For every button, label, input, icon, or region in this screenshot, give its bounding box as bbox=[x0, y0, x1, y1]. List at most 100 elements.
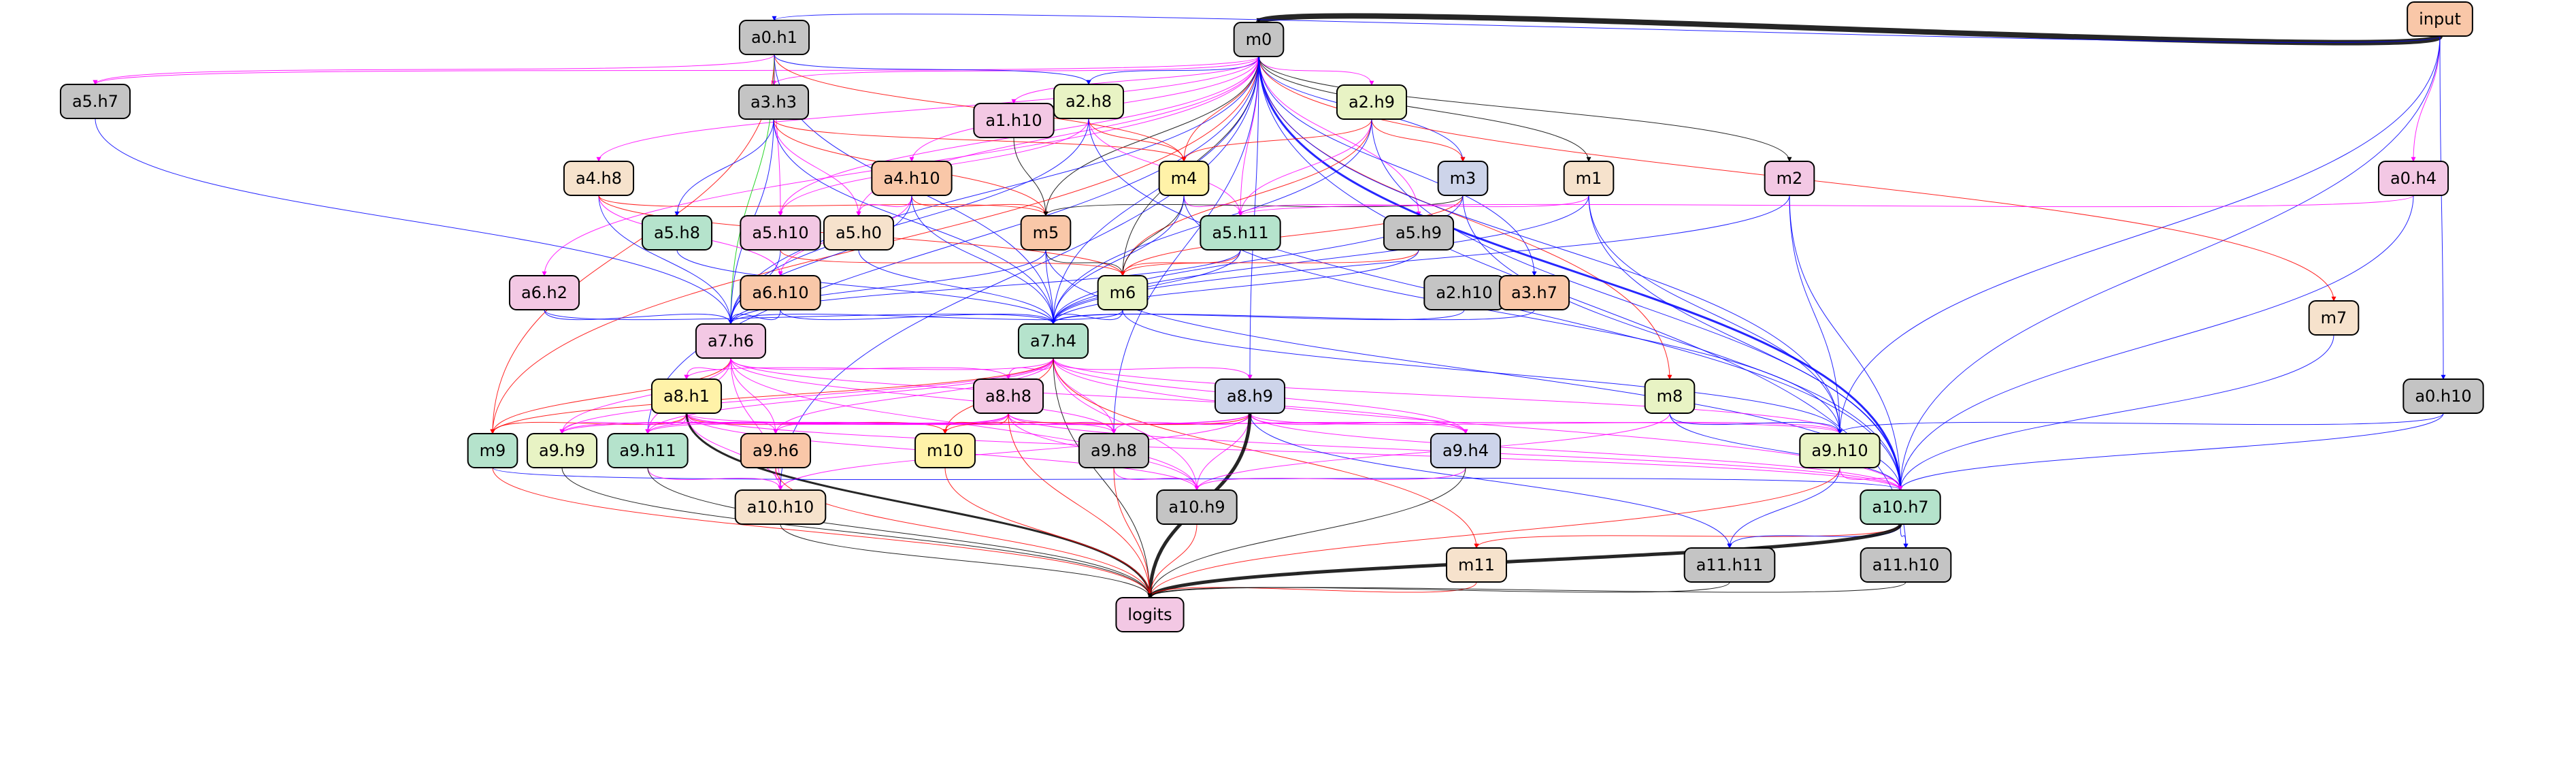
node-box bbox=[641, 215, 713, 251]
node-a9-h10: a9.h10 bbox=[1799, 433, 1881, 468]
node-box bbox=[1683, 547, 1776, 583]
edge-a4.h8-to-a7.h6 bbox=[598, 195, 733, 325]
node-box bbox=[1383, 215, 1455, 251]
node-box bbox=[973, 103, 1055, 138]
node-box bbox=[871, 161, 953, 196]
edge-m4-to-a5.h11 bbox=[1183, 195, 1243, 216]
edge-a2.h9-to-m6 bbox=[1120, 118, 1372, 276]
edge-m3-to-m5 bbox=[1043, 195, 1464, 216]
edge-a8.h1-to-a9.h10 bbox=[686, 413, 1843, 434]
edge-a7.h6-to-a9.h6 bbox=[730, 357, 778, 434]
node-label: a8.h1 bbox=[663, 387, 710, 406]
edge-a2.h9-to-m4 bbox=[1181, 118, 1372, 162]
node-label: a1.h10 bbox=[985, 111, 1042, 130]
node-a9-h8: a9.h8 bbox=[1078, 433, 1150, 468]
edge-m5-to-a7.h6 bbox=[728, 249, 1046, 325]
edge-a10.h7-to-m11 bbox=[1474, 523, 1901, 549]
edge-a9.h8-to-a10.h9 bbox=[1113, 467, 1200, 491]
edge-m6-to-a7.h4 bbox=[1051, 309, 1123, 325]
edge-m0-to-a9.h10 bbox=[1258, 56, 1843, 434]
edge-m0-to-a7.h6 bbox=[728, 56, 1259, 325]
node-label: a2.h10 bbox=[1436, 283, 1492, 302]
edge-a4.h8-to-m5 bbox=[598, 195, 1048, 216]
node-m6: m6 bbox=[1097, 275, 1149, 310]
node-a2-h9: a2.h9 bbox=[1336, 84, 1408, 120]
edge-m0-to-m1 bbox=[1258, 56, 1591, 162]
node-a10-h7: a10.h7 bbox=[1860, 489, 1941, 525]
edge-a8.h1-to-a10.h7 bbox=[686, 413, 1903, 491]
node-box bbox=[1078, 433, 1150, 468]
edge-a3.h7-to-a7.h4 bbox=[1051, 309, 1535, 325]
edge-a3.h3-to-a5.h0 bbox=[773, 118, 861, 216]
node-box bbox=[2402, 378, 2484, 414]
edge-a0.h10-to-a9.h10 bbox=[1837, 413, 2444, 434]
edge-a3.h3-to-a7.h4 bbox=[773, 118, 1056, 325]
node-label: m9 bbox=[480, 441, 506, 460]
node-box bbox=[740, 215, 821, 251]
edge-a7.h4-to-a9.h6 bbox=[773, 357, 1054, 434]
edge-a8.h1-to-a9.h9 bbox=[559, 413, 687, 434]
edge-a7.h4-to-a9.h9 bbox=[559, 357, 1054, 434]
node-input: input bbox=[2407, 1, 2473, 37]
node-box bbox=[972, 378, 1044, 414]
edge-a2.h8-to-m4 bbox=[1088, 118, 1187, 162]
node-label: a8.h9 bbox=[1227, 387, 1273, 406]
node-box bbox=[738, 20, 810, 55]
edge-a9.h11-to-a10.h10 bbox=[647, 467, 783, 491]
node-label: a9.h8 bbox=[1091, 441, 1137, 460]
node-logits: logits bbox=[1115, 597, 1185, 632]
edge-a7.h4-to-logits bbox=[1053, 357, 1153, 598]
node-a7-h6: a7.h6 bbox=[695, 323, 767, 359]
node-a4-h10: a4.h10 bbox=[871, 161, 953, 196]
node-label: a6.h10 bbox=[752, 283, 808, 302]
node-label: a11.h10 bbox=[1872, 555, 1940, 575]
edge-m0-to-a5.h9 bbox=[1258, 56, 1421, 216]
node-label: m4 bbox=[1171, 169, 1198, 188]
edge-a8.h9-to-a9.h10 bbox=[1249, 413, 1843, 434]
node-box bbox=[1336, 84, 1408, 120]
edge-a7.h6-to-a9.h4 bbox=[730, 357, 1468, 434]
edge-m1-to-a5.h11 bbox=[1238, 195, 1589, 216]
node-label: a10.h9 bbox=[1168, 498, 1225, 517]
edge-a3.h3-to-a5.h8 bbox=[674, 118, 774, 216]
edge-a7.h4-to-a9.h10 bbox=[1053, 357, 1843, 434]
edge-a5.h10-to-m6 bbox=[780, 249, 1125, 276]
node-box bbox=[1158, 161, 1210, 196]
edge-input-to-a0.h1 bbox=[772, 14, 2441, 43]
edge-m9-to-logits bbox=[492, 467, 1153, 598]
node-box bbox=[1799, 433, 1881, 468]
edge-a10.h9-to-logits bbox=[1147, 523, 1198, 598]
node-label: a4.h8 bbox=[576, 169, 622, 188]
node-label: a7.h4 bbox=[1030, 332, 1076, 351]
edge-m0-to-a10.h10 bbox=[778, 56, 1259, 491]
edge-m0-to-a2.h9 bbox=[1258, 56, 1374, 86]
node-label: m0 bbox=[1246, 30, 1272, 49]
node-a9-h4: a9.h4 bbox=[1430, 433, 1502, 468]
edge-a0.h1-to-m9 bbox=[490, 54, 775, 434]
edge-m10-to-logits bbox=[944, 467, 1153, 598]
edge-m0-to-a10.h7 bbox=[1257, 56, 1903, 491]
node-label: a9.h11 bbox=[619, 441, 676, 460]
node-a11-h10: a11.h10 bbox=[1860, 547, 1952, 583]
edge-a5.h11-to-m6 bbox=[1120, 249, 1241, 276]
node-box bbox=[740, 275, 821, 310]
node-label: a3.h3 bbox=[750, 93, 797, 112]
edge-a0.h1-to-a2.h8 bbox=[774, 54, 1091, 85]
node-label: a5.h11 bbox=[1212, 223, 1268, 242]
edge-m9-to-a10.h7 bbox=[492, 467, 1903, 491]
edge-a8.h8-to-a9.h9 bbox=[559, 413, 1009, 434]
edge-m7-to-a10.h7 bbox=[1898, 334, 2334, 491]
edge-m5-to-m6 bbox=[1045, 249, 1125, 276]
node-box bbox=[823, 215, 895, 251]
edge-a4.h10-to-a5.h0 bbox=[856, 195, 912, 216]
node-label: a9.h9 bbox=[539, 441, 585, 460]
edge-m6-to-a7.h6 bbox=[728, 309, 1123, 325]
edge-a0.h10-to-a10.h7 bbox=[1898, 413, 2444, 491]
edge-m6-to-a9.h10 bbox=[1122, 309, 1843, 434]
node-label: a9.h6 bbox=[753, 441, 799, 460]
node-box bbox=[2377, 161, 2449, 196]
node-a8-h8: a8.h8 bbox=[972, 378, 1044, 414]
node-box bbox=[467, 433, 518, 468]
node-label: a4.h10 bbox=[883, 169, 940, 188]
node-label: a9.h10 bbox=[1811, 441, 1868, 460]
